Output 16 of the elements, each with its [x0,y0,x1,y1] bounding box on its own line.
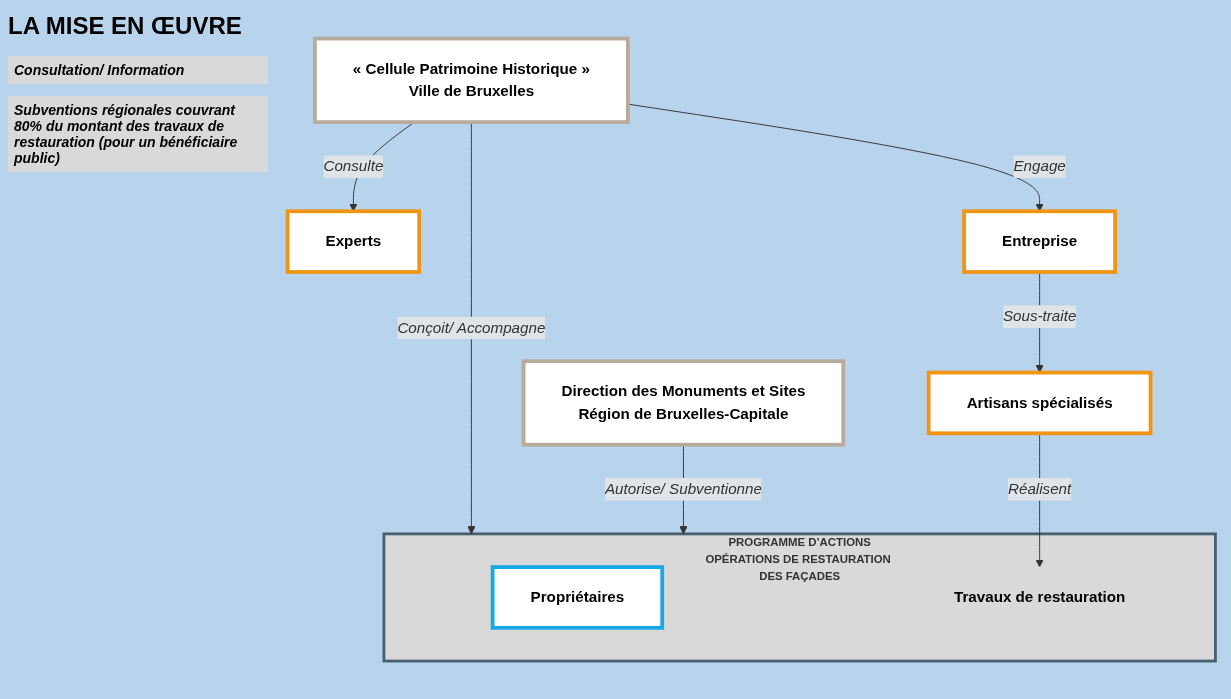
node-box: Direction des Monuments et Sites Région de Bruxelles-Capitale [521,359,846,447]
node-box: Artisans spécialisés [926,370,1153,435]
note-text: Consultation/ Information [8,56,268,84]
edge-label: Sous-traite [1002,307,1077,324]
edge-label: Engage [1013,157,1066,174]
node-box: Entreprise [962,209,1118,274]
diagram-title: LA MISE EN ŒUVRE [8,12,243,40]
node-box: « Cellule Patrimoine Historique » Ville de Bruxelles [313,36,630,124]
note-text: Subventions régionales couvrant 80% du montant des travaux de restauration (pour un bénéficiaire public) [8,96,268,172]
node-box: Experts [285,209,422,274]
edge-label: Consulte [323,157,384,174]
edge-label: Conçoit/ Accompagne [397,319,546,336]
edge-label: Réalisent [1007,480,1072,497]
node-text: Travaux de restauration [953,588,1126,605]
node-box: Propriétaires [490,564,665,630]
edge-label: Autorise/ Subventionne [604,480,762,497]
